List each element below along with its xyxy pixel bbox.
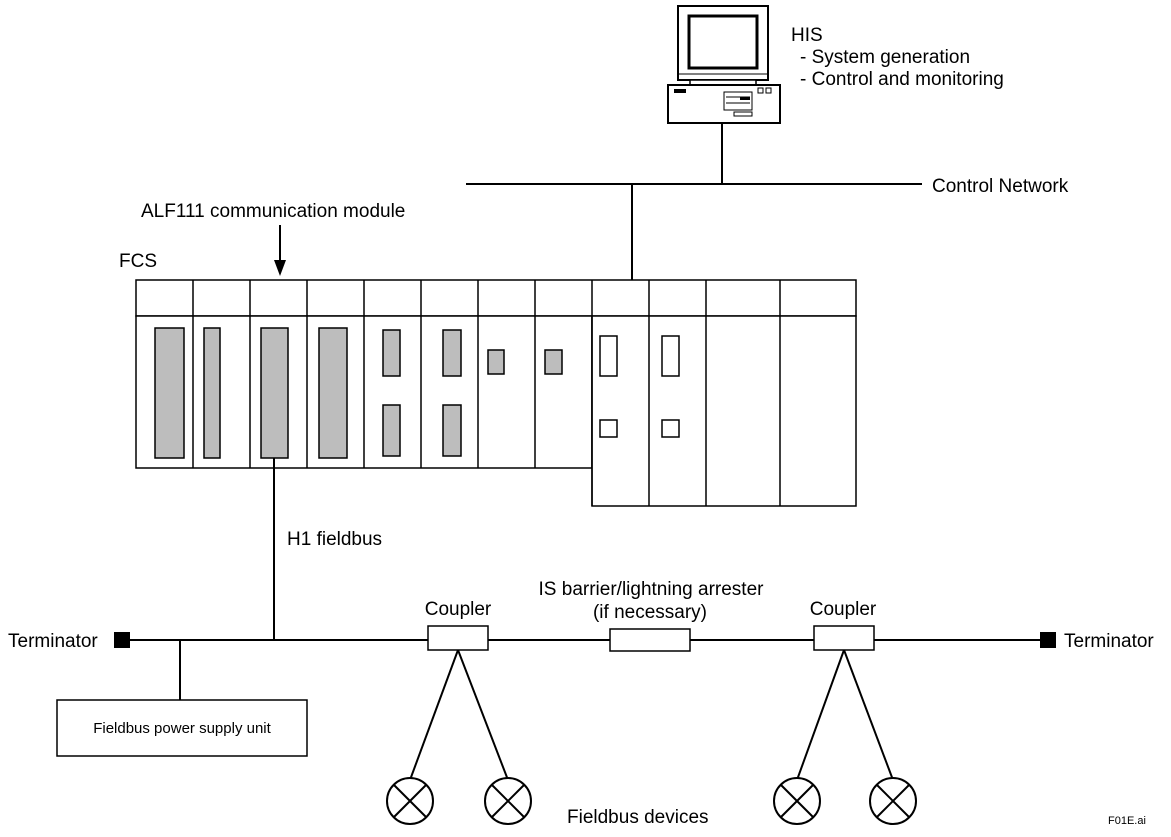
coupler-left-label: Coupler (424, 599, 492, 620)
coupler-right-box (813, 625, 875, 651)
power-supply-box (56, 699, 308, 757)
terminator-left-icon (114, 632, 130, 648)
his-computer-icon (667, 5, 781, 124)
coupler-left-box (427, 625, 489, 651)
fieldbus-device-icon (484, 777, 532, 825)
terminator-right-label: Terminator (1064, 631, 1154, 652)
fcs-module-panels (154, 327, 680, 459)
terminator-right-icon (1040, 632, 1056, 648)
barrier-condition-label: (if necessary) (592, 602, 708, 623)
alf111-module-panel (260, 327, 289, 459)
fcs-label: FCS (119, 251, 157, 272)
power-supply-label: Fieldbus power supply unit (93, 720, 271, 737)
fieldbus-devices-label: Fieldbus devices (567, 807, 709, 828)
fieldbus-device-icon (869, 777, 917, 825)
communication-module-label: ALF111 communication module (141, 201, 406, 222)
his-function-2: - Control and monitoring (800, 69, 1004, 90)
barrier-label: IS barrier/lightning arrester (538, 579, 764, 600)
module-pointer-arrow (274, 225, 286, 276)
fieldbus-device-icon (386, 777, 434, 825)
h1-fieldbus-label: H1 fieldbus (287, 529, 383, 550)
control-network-label: Control Network (932, 176, 1069, 197)
coupler-spurs (409, 649, 894, 781)
figure-id: F01E.ai (1108, 815, 1146, 827)
terminator-left-label: Terminator (8, 631, 98, 652)
coupler-right-label: Coupler (809, 599, 877, 620)
his-function-1: - System generation (800, 47, 971, 68)
his-title: HIS (791, 25, 823, 46)
fcs-rack (135, 279, 857, 507)
fieldbus-device-icon (773, 777, 821, 825)
is-barrier-box (609, 628, 691, 652)
